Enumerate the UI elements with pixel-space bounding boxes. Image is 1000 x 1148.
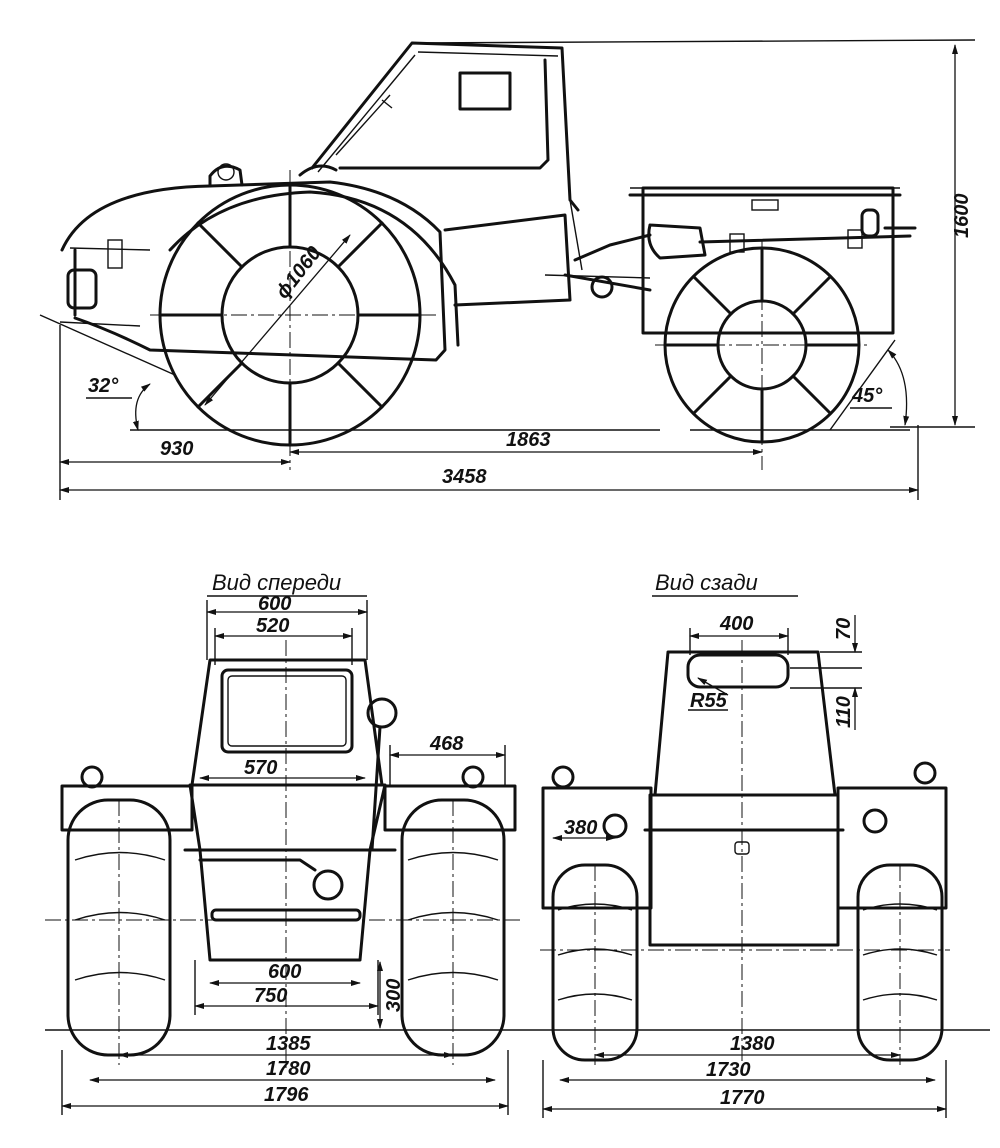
overall-length-label: 3458 (442, 466, 487, 488)
departure-angle-label: 45° (851, 385, 883, 407)
front-wheel (150, 170, 440, 470)
approach-angle-label: 32° (88, 375, 119, 397)
mirror (366, 697, 398, 729)
overall-height-label: 1600 (951, 194, 973, 239)
rear-view: Вид сзади (540, 570, 950, 1118)
front-overhang-label: 930 (160, 438, 193, 460)
rear-window (686, 653, 790, 689)
front-fender-width-label: 468 (429, 733, 464, 755)
rear-window-top-margin-label: 70 (833, 618, 855, 640)
front-track-inner-label: 1385 (266, 1033, 311, 1055)
front-overall-width-label: 1796 (264, 1084, 309, 1106)
cab-side-window (458, 71, 512, 111)
front-track-label: 1780 (266, 1058, 311, 1080)
rear-body (648, 793, 840, 947)
rear-lamp-offset-label: 380 (564, 817, 597, 839)
front-windshield (220, 668, 354, 754)
front-window-width-label: 520 (256, 615, 289, 637)
trailer (628, 186, 917, 335)
rear-overall-width-label: 1770 (720, 1087, 765, 1109)
rear-window-height-label: 110 (833, 696, 855, 728)
wheelbase-label: 1863 (506, 429, 551, 451)
front-lower-outer-width-label: 750 (254, 985, 287, 1007)
headlight (66, 268, 98, 310)
front-view: Вид спереди (45, 570, 990, 1115)
front-headlight (312, 869, 344, 901)
rear-track-label: 1730 (706, 1059, 751, 1081)
front-lower-inner-width-label: 600 (268, 961, 301, 983)
ground-clearance-label: 300 (383, 979, 405, 1012)
rear-view-title: Вид сзади (655, 570, 758, 595)
front-view-title: Вид спереди (212, 570, 341, 595)
cab-outline (310, 41, 580, 212)
front-cab-top-width-label: 600 (258, 593, 291, 615)
rear-track-inner-label: 1380 (730, 1033, 775, 1055)
rear-cab-outline (653, 650, 837, 797)
front-cab-bottom-width-label: 570 (244, 757, 277, 779)
rear-window-width-label: 400 (719, 613, 753, 635)
side-view: ϕ1060 32° 45° 930 1863 3458 1600 (39, 39, 976, 500)
hood-outline (60, 180, 447, 362)
rear-corner-radius-label: R55 (690, 690, 728, 712)
rear-wheel (655, 240, 870, 470)
